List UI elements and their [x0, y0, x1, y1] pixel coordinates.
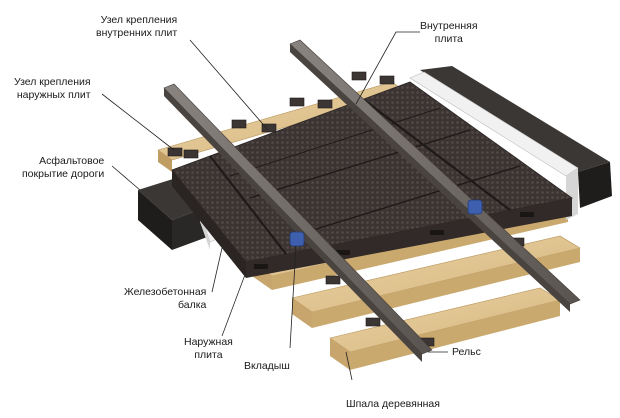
label-inner-fastening: Узел крепления внутренних плит	[96, 14, 178, 39]
leader-lines	[101, 31, 448, 381]
leader-asphalt	[111, 165, 141, 191]
leader-concrete-beam	[211, 247, 223, 293]
label-outer-fastening: Узел крепления наружных плит	[14, 76, 91, 101]
label-outer-slab: Наружная плита	[184, 336, 233, 361]
label-sleeper: Шпала деревянная	[346, 398, 440, 410]
leader-insert	[289, 245, 297, 349]
leader-sleeper	[345, 351, 353, 381]
leader-outer-fastening	[101, 93, 175, 151]
leader-inner-fastening	[189, 39, 269, 131]
label-inner-slab: Внутренняя плита	[420, 20, 478, 45]
insert-right	[467, 199, 483, 215]
clamp	[231, 119, 247, 129]
clamp	[317, 99, 333, 109]
clamp	[261, 123, 277, 133]
label-concrete-beam: Железобетонная балка	[124, 286, 207, 311]
label-asphalt: Асфальтовое покрытие дороги	[22, 155, 105, 180]
leader-outer-slab	[221, 271, 247, 337]
rails	[163, 39, 581, 362]
clamp	[325, 275, 341, 285]
clamp	[351, 71, 367, 81]
insert-left	[289, 231, 305, 247]
asphalt-road-surface	[138, 66, 612, 250]
leader-inner-slab	[355, 31, 420, 105]
clamp	[289, 97, 305, 107]
inserts	[289, 199, 483, 247]
label-rail: Рельс	[452, 346, 481, 358]
clamp	[167, 147, 183, 157]
clamp	[183, 149, 199, 159]
clamp	[365, 317, 381, 327]
label-insert: Вкладыш	[244, 360, 290, 372]
clamp	[379, 75, 395, 85]
